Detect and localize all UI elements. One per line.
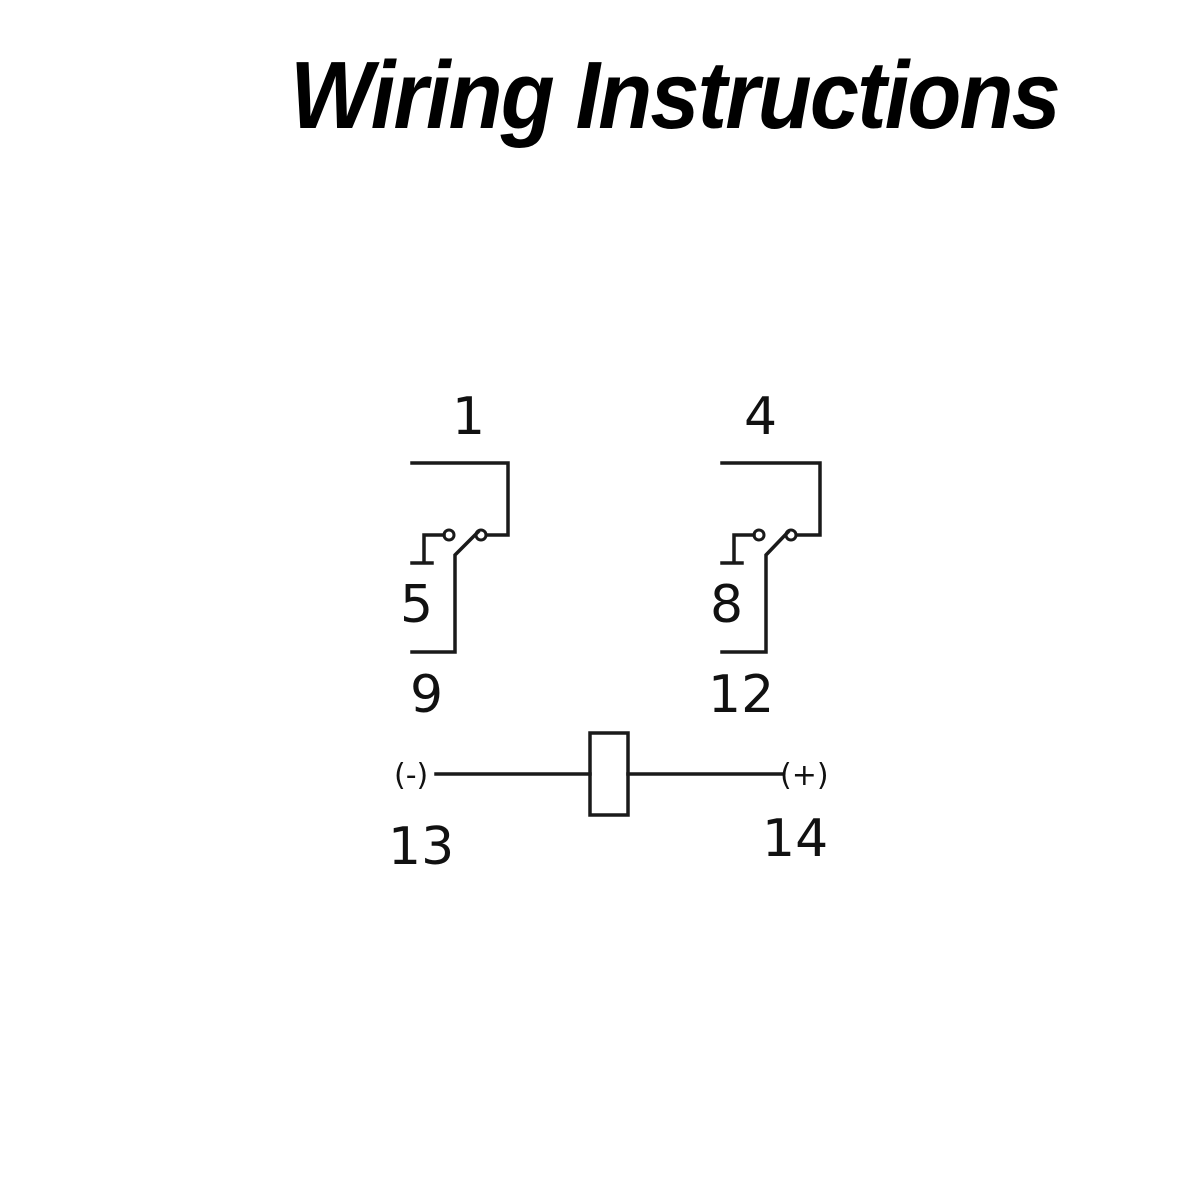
- terminal-line-5: [422, 533, 446, 562]
- coil-symbol: [588, 731, 630, 817]
- pin-label-14: 14: [762, 809, 828, 869]
- pin-label-9: 9: [410, 665, 443, 725]
- contact-group-right: 4 8 12: [708, 387, 822, 725]
- contact-group-left: 1 5 9: [400, 387, 510, 725]
- pin-label-12: 12: [708, 665, 774, 725]
- switch-arm-left: [410, 529, 481, 654]
- coil-group: (-) (+) 13 14: [388, 731, 829, 877]
- coil-negative-label: (-): [394, 758, 428, 793]
- terminal-line-1: [410, 461, 510, 537]
- switch-arm-right: [720, 529, 791, 654]
- pin-label-8: 8: [710, 575, 743, 635]
- pin-label-13: 13: [388, 817, 454, 877]
- terminal-line-4: [720, 461, 822, 537]
- coil-positive-label: (+): [780, 758, 829, 793]
- pin-label-4: 4: [744, 387, 777, 447]
- pin-label-5: 5: [400, 575, 433, 635]
- terminal-line-8: [732, 533, 756, 562]
- pin-label-1: 1: [452, 387, 485, 447]
- page-title: Wiring Instructions: [290, 42, 1061, 149]
